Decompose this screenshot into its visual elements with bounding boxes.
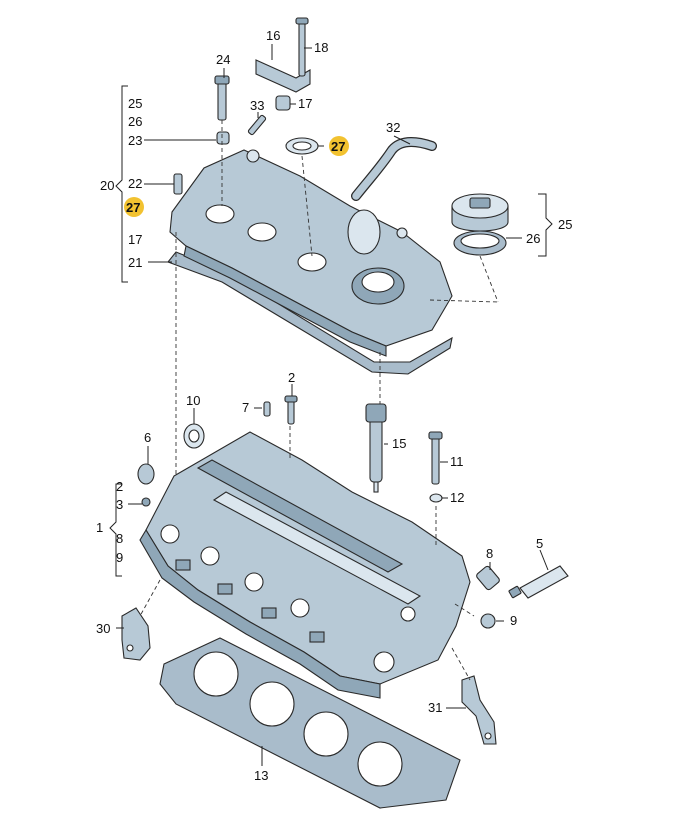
label-11: 11: [450, 454, 464, 469]
label-1: 1: [96, 520, 103, 535]
label-21: 21: [128, 255, 142, 270]
label-10: 10: [186, 393, 200, 408]
label-32: 32: [386, 120, 400, 135]
highlight-27a: [329, 136, 349, 156]
label-3: 3: [116, 497, 123, 512]
label-31: 31: [428, 700, 442, 715]
head-small-parts: [137, 395, 569, 629]
label-17b: 17: [128, 232, 142, 247]
brace-1: [109, 483, 122, 577]
label-27b: 27: [126, 200, 140, 215]
label-26a: 26: [128, 114, 142, 129]
breather-hose: [351, 137, 437, 201]
cover-small-parts: [173, 17, 319, 195]
label-8b: 8: [486, 546, 493, 561]
brace-20: [115, 85, 128, 283]
oil-filler-cap: [451, 193, 509, 256]
bracket-30: [121, 607, 151, 661]
label-8a: 8: [116, 531, 123, 546]
cylinder-head-cover: [167, 149, 453, 375]
brace-25: [538, 193, 553, 257]
alignment-lines: [139, 120, 499, 681]
label-18: 18: [314, 40, 328, 55]
label-20: 20: [100, 178, 114, 193]
label-24: 24: [216, 52, 230, 67]
label-13: 13: [254, 768, 268, 783]
label-26b: 26: [526, 231, 540, 246]
label-2b: 2: [116, 479, 123, 494]
callout-labels: 16 18 24 33 17 25 26 23 32 20 22 27 27 1…: [96, 28, 572, 783]
label-9b: 9: [510, 613, 517, 628]
cylinder-head: [139, 431, 471, 699]
label-17a: 17: [298, 96, 312, 111]
label-27a: 27: [331, 139, 345, 154]
label-22: 22: [128, 176, 142, 191]
label-5: 5: [536, 536, 543, 551]
label-9a: 9: [116, 550, 123, 565]
label-12: 12: [450, 490, 464, 505]
label-7: 7: [242, 400, 249, 415]
label-30: 30: [96, 621, 110, 636]
leader-lines: [116, 44, 549, 766]
label-33: 33: [250, 98, 264, 113]
cylinder-head-gasket: [159, 637, 461, 809]
label-25a: 25: [128, 96, 142, 111]
label-25b: 25: [558, 217, 572, 232]
highlight-27b: [124, 197, 144, 217]
label-2a: 2: [288, 370, 295, 385]
label-15: 15: [392, 436, 406, 451]
label-16: 16: [266, 28, 280, 43]
bracket-31: [461, 675, 497, 745]
label-23: 23: [128, 133, 142, 148]
label-6: 6: [144, 430, 151, 445]
